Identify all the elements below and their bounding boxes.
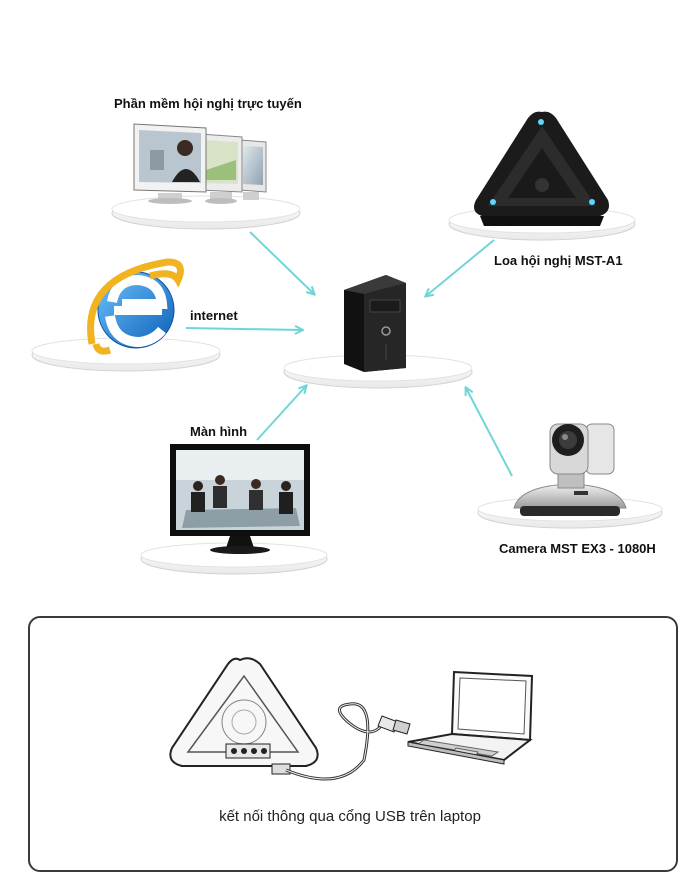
arrow-camera-to-computer xyxy=(466,388,513,477)
arrow-speaker-to-computer xyxy=(426,239,495,296)
usb-cable-icon xyxy=(285,702,411,781)
platform-internet xyxy=(31,337,221,372)
laptop-icon xyxy=(407,670,534,765)
conference-speaker-icon xyxy=(474,111,609,226)
label-camera: Camera MST EX3 - 1080H xyxy=(499,541,656,556)
speaker-sketch-icon xyxy=(169,657,319,775)
label-internet: internet xyxy=(190,308,238,323)
internet-explorer-icon xyxy=(87,258,184,355)
desktop-monitors-icon xyxy=(133,123,267,204)
platform-monitor xyxy=(140,542,328,575)
arrow-internet-to-computer xyxy=(185,328,302,330)
desktop-tower-icon xyxy=(344,275,406,372)
arrow-software-to-computer xyxy=(249,231,314,294)
label-software: Phần mềm hội nghị trực tuyến xyxy=(114,96,302,111)
label-monitor: Màn hình xyxy=(190,424,248,439)
platform-software xyxy=(111,195,301,230)
monitor-icon xyxy=(170,444,310,554)
usb-connection-panel xyxy=(28,616,678,872)
arrow-monitor-to-computer xyxy=(256,386,306,441)
ptz-camera-icon xyxy=(513,423,627,516)
label-speaker: Loa hội nghị MST-A1 xyxy=(494,253,623,268)
usb-caption: kết nối thông qua cổng USB trên laptop xyxy=(219,808,481,825)
